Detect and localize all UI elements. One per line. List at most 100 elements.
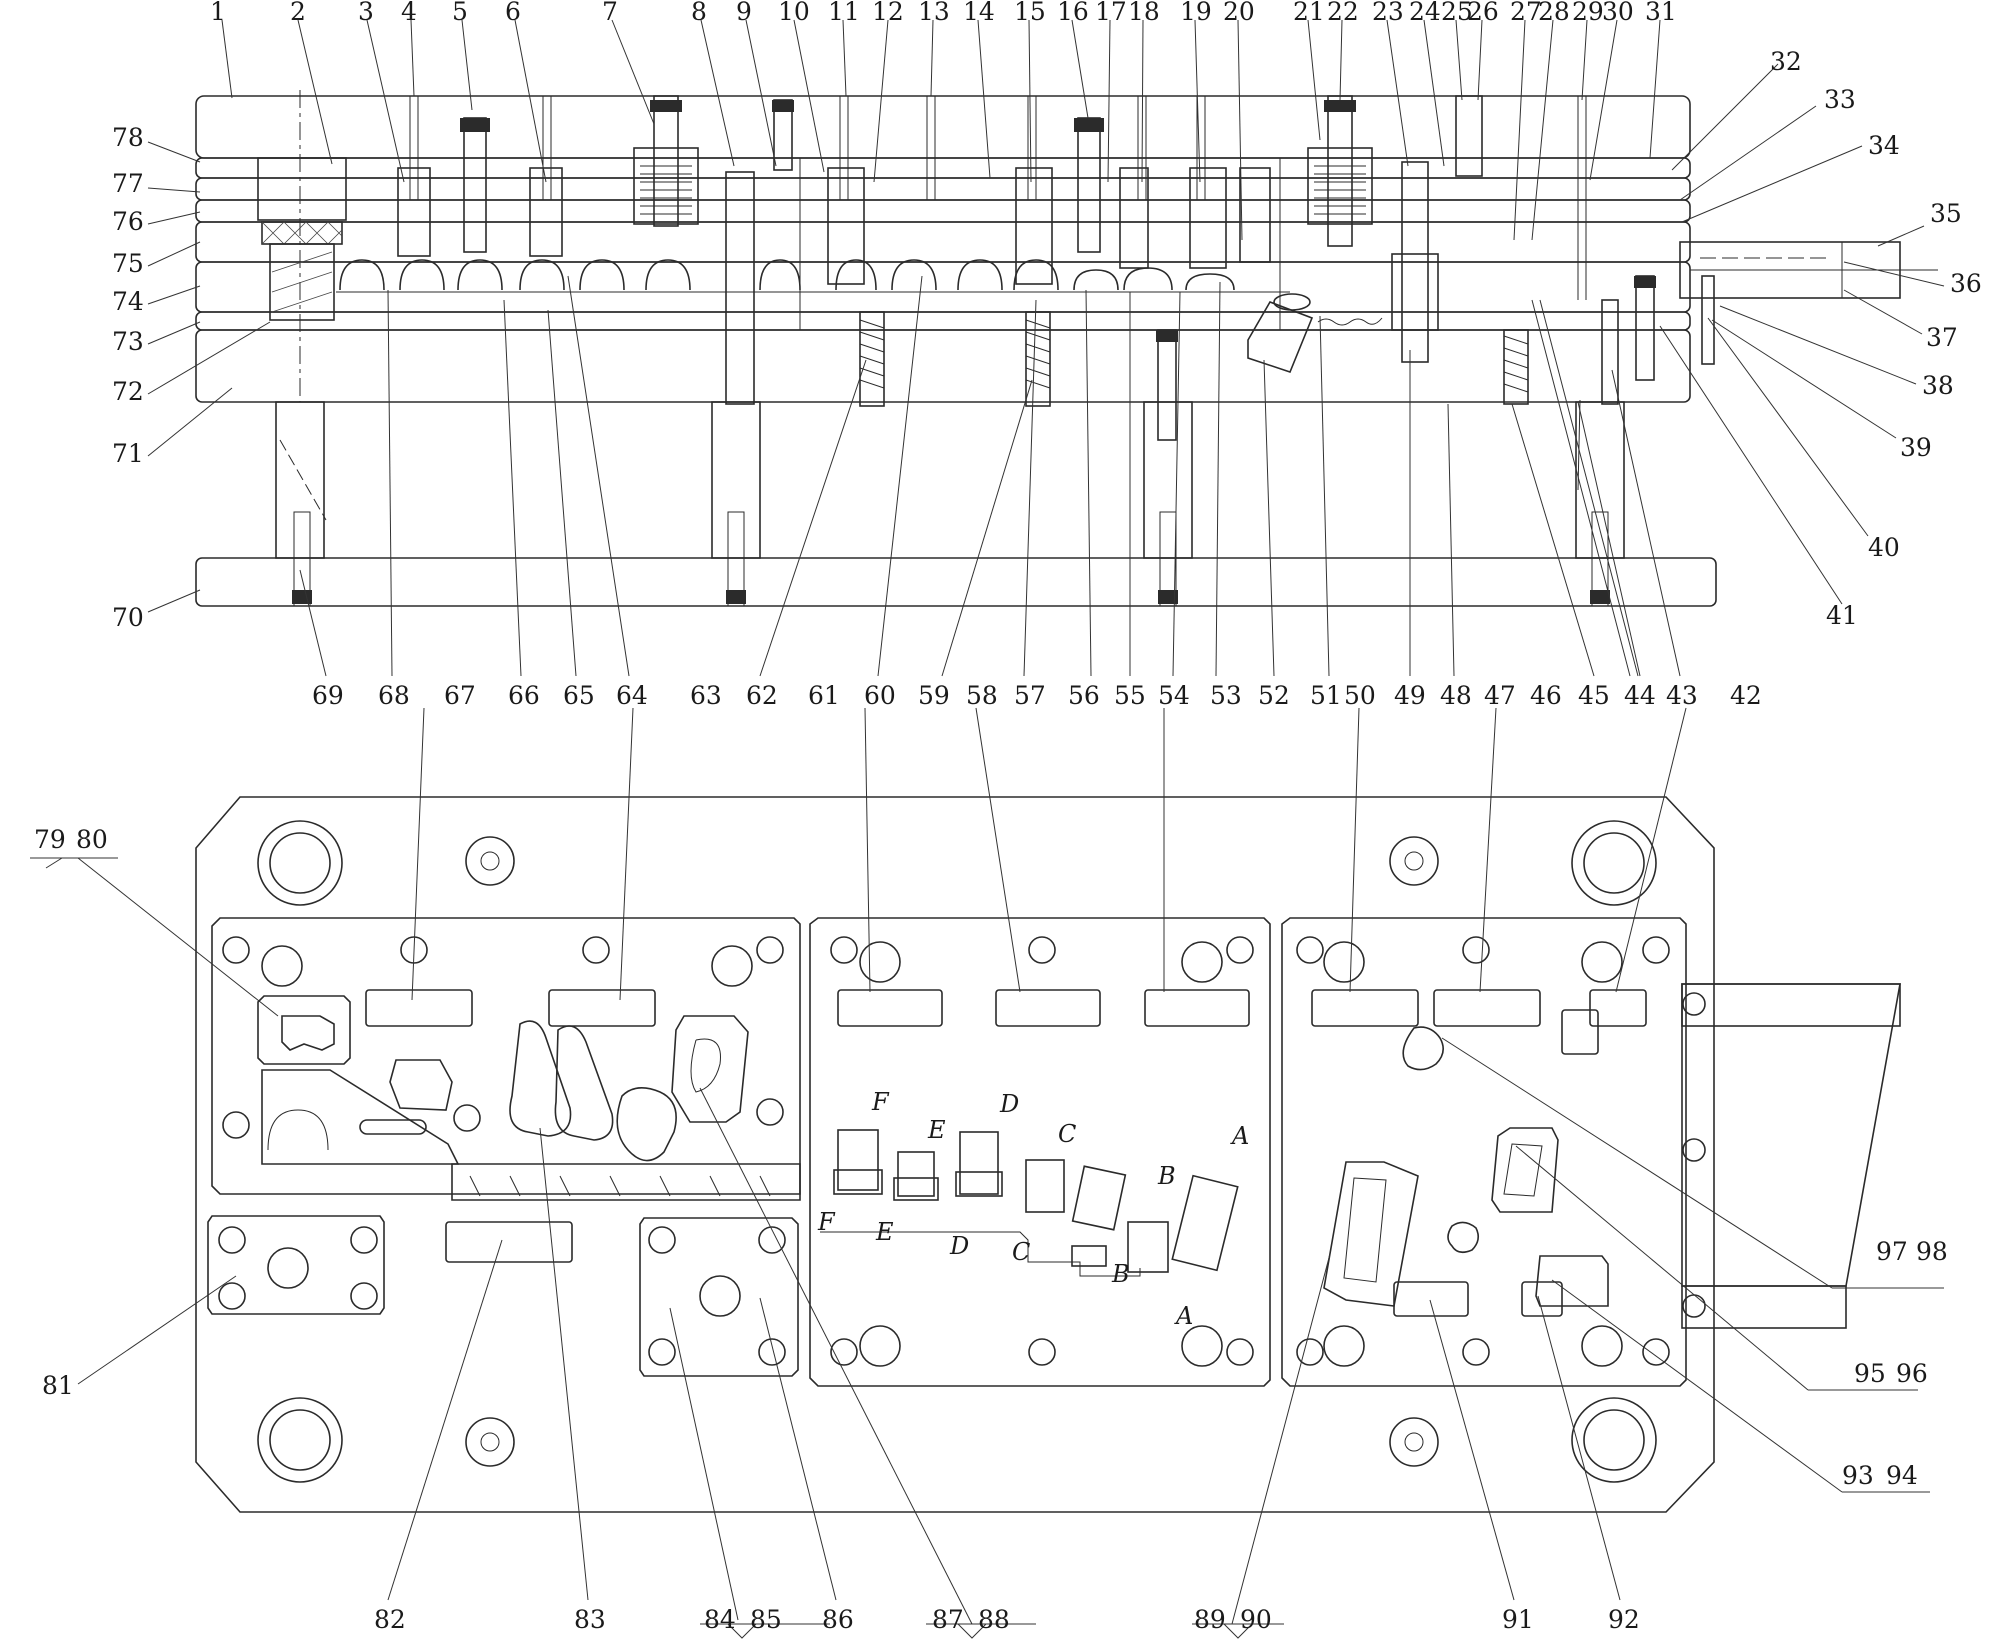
callout-73: 73 bbox=[112, 327, 144, 356]
callout-44: 44 bbox=[1624, 681, 1656, 710]
section-marker-a-bottom: A bbox=[1174, 1302, 1193, 1330]
callout-60: 60 bbox=[864, 681, 896, 710]
shoe-screws bbox=[465, 836, 1439, 1467]
section-marker-c-bottom: C bbox=[1012, 1238, 1030, 1266]
section-marker-f-bottom: F bbox=[817, 1208, 836, 1236]
callout-13: 13 bbox=[918, 0, 950, 26]
section-marker-f-top: F bbox=[871, 1088, 890, 1116]
callout-71: 71 bbox=[112, 439, 144, 468]
callout-9: 9 bbox=[736, 0, 752, 26]
callout-92: 92 bbox=[1608, 1605, 1640, 1634]
callout-49: 49 bbox=[1394, 681, 1426, 710]
callout-8: 8 bbox=[691, 0, 707, 26]
callout-89: 89 bbox=[1194, 1605, 1226, 1634]
callout-96: 96 bbox=[1896, 1359, 1928, 1388]
callout-78: 78 bbox=[112, 123, 144, 152]
callout-14: 14 bbox=[963, 0, 995, 26]
callout-67: 67 bbox=[444, 681, 476, 710]
callout-97: 97 bbox=[1876, 1237, 1908, 1266]
callout-56: 56 bbox=[1068, 681, 1100, 710]
section-marker-d-bottom: D bbox=[949, 1232, 969, 1260]
callout-98: 98 bbox=[1916, 1237, 1948, 1266]
callout-18: 18 bbox=[1128, 0, 1160, 26]
callout-84: 84 bbox=[704, 1605, 736, 1634]
callout-38: 38 bbox=[1922, 371, 1954, 400]
callout-76: 76 bbox=[112, 207, 144, 236]
callout-52: 52 bbox=[1258, 681, 1290, 710]
callout-33: 33 bbox=[1824, 85, 1856, 114]
callout-45: 45 bbox=[1578, 681, 1610, 710]
die-plate bbox=[195, 261, 1691, 313]
callout-85: 85 bbox=[750, 1605, 782, 1634]
callout-34: 34 bbox=[1868, 131, 1900, 160]
callout-17: 17 bbox=[1095, 0, 1127, 26]
callout-91: 91 bbox=[1502, 1605, 1534, 1634]
callout-4: 4 bbox=[401, 0, 417, 26]
die-insert-1 bbox=[211, 917, 801, 1195]
side-pin bbox=[1701, 275, 1715, 365]
urethane-hatch bbox=[261, 221, 343, 245]
section-marker-a-top: A bbox=[1230, 1122, 1249, 1150]
callout-7: 7 bbox=[602, 0, 618, 26]
callout-82: 82 bbox=[374, 1605, 406, 1634]
callout-69: 69 bbox=[312, 681, 344, 710]
left-callouts: 78 77 76 75 74 73 72 71 70 bbox=[112, 123, 144, 632]
plan-view bbox=[30, 707, 1944, 1639]
callout-95: 95 bbox=[1854, 1359, 1886, 1388]
callout-66: 66 bbox=[508, 681, 540, 710]
callout-21: 21 bbox=[1293, 0, 1325, 26]
scrap-bin bbox=[1247, 293, 1383, 373]
insert-screws bbox=[218, 936, 1706, 1366]
callout-30: 30 bbox=[1602, 0, 1634, 26]
pilot-punches bbox=[409, 95, 1587, 300]
callout-16: 16 bbox=[1057, 0, 1089, 26]
top-plate bbox=[195, 95, 1691, 159]
parallel-mid-left bbox=[711, 401, 761, 559]
callout-15: 15 bbox=[1014, 0, 1046, 26]
callout-12: 12 bbox=[872, 0, 904, 26]
bottom-row-leaders bbox=[299, 275, 1681, 677]
callout-10: 10 bbox=[778, 0, 810, 26]
strip-blocks bbox=[365, 989, 1647, 1317]
die-insert-5 bbox=[639, 1217, 799, 1377]
insert-2-stations bbox=[820, 1129, 1239, 1277]
parallel-mid-right bbox=[1143, 401, 1193, 559]
callout-88: 88 bbox=[978, 1605, 1010, 1634]
spring-21 bbox=[1307, 95, 1373, 247]
callout-35: 35 bbox=[1930, 199, 1962, 228]
strip-parts bbox=[336, 259, 1290, 293]
callout-43: 43 bbox=[1666, 681, 1698, 710]
section-marker-d-top: D bbox=[999, 1090, 1019, 1118]
guide-pillar-holes bbox=[257, 820, 1657, 1483]
lower-die-shoe bbox=[195, 329, 1691, 403]
section-marker-c-top: C bbox=[1058, 1120, 1076, 1148]
callout-36: 36 bbox=[1950, 269, 1982, 298]
callout-62: 62 bbox=[746, 681, 778, 710]
lower-base-plate bbox=[195, 557, 1717, 607]
top-leaders bbox=[221, 19, 1945, 605]
callout-90: 90 bbox=[1240, 1605, 1272, 1634]
guide-pillar-left bbox=[725, 171, 755, 405]
callout-32: 32 bbox=[1770, 47, 1802, 76]
section-marker-e-bottom: E bbox=[875, 1218, 894, 1246]
callout-19: 19 bbox=[1180, 0, 1212, 26]
guide-pillar-right bbox=[1401, 161, 1429, 363]
die-insert-4 bbox=[207, 1215, 385, 1315]
callout-26: 26 bbox=[1467, 0, 1499, 26]
callout-41: 41 bbox=[1826, 601, 1858, 630]
callout-79: 79 bbox=[34, 825, 66, 854]
section-marker-e-top: E bbox=[927, 1116, 946, 1144]
callout-64: 64 bbox=[616, 681, 648, 710]
callout-29: 29 bbox=[1572, 0, 1604, 26]
callout-27: 27 bbox=[1510, 0, 1542, 26]
insert-dowels bbox=[261, 941, 1623, 1367]
punch-holder-plate bbox=[195, 177, 1691, 201]
callout-46: 46 bbox=[1530, 681, 1562, 710]
callout-42: 42 bbox=[1730, 681, 1762, 710]
callout-77: 77 bbox=[112, 169, 144, 198]
callout-63: 63 bbox=[690, 681, 722, 710]
die-insert-3 bbox=[1281, 917, 1687, 1387]
callout-80: 80 bbox=[76, 825, 108, 854]
stop-plate bbox=[195, 199, 1691, 223]
lower-springs bbox=[859, 311, 1529, 407]
